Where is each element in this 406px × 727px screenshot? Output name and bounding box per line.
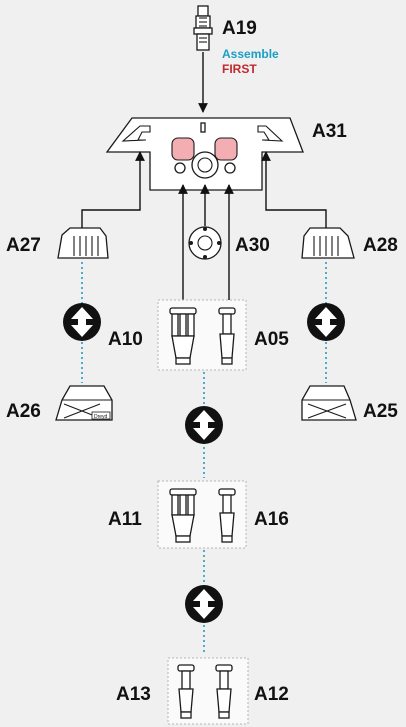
label-a13: A13 [116, 684, 151, 705]
swap-arrows-icon [185, 406, 223, 444]
part-a13 [177, 664, 195, 719]
swap-arrows-icon [307, 303, 345, 341]
connector-a28-a31 [261, 151, 327, 228]
part-a11 [169, 488, 197, 543]
part-a31 [105, 117, 304, 191]
part-a19 [193, 5, 213, 51]
label-a05: A05 [254, 329, 289, 350]
part-a12 [215, 664, 233, 719]
label-a30: A30 [235, 235, 270, 256]
note-first: FIRST [222, 62, 257, 76]
part-a05 [218, 307, 236, 365]
label-a10: A10 [108, 329, 143, 350]
part-a10 [169, 307, 197, 365]
part-a26: Dreyd [55, 385, 113, 421]
connector-a27-a31 [81, 151, 145, 228]
part-a30 [188, 226, 222, 260]
swap-arrows-icon [63, 303, 101, 341]
part-a25 [301, 385, 357, 421]
part-tag: Dreyd [94, 414, 108, 420]
label-a31: A31 [312, 121, 347, 142]
label-a12: A12 [254, 684, 289, 705]
part-a16 [218, 488, 236, 543]
part-a27 [57, 227, 109, 259]
label-a26: A26 [6, 401, 41, 422]
label-a28: A28 [363, 235, 398, 256]
note-assemble: Assemble [222, 47, 279, 61]
label-a16: A16 [254, 509, 289, 530]
highlight-slot-right [214, 137, 238, 161]
swap-arrows-icon [185, 585, 223, 623]
label-a19: A19 [222, 18, 257, 39]
label-a25: A25 [363, 401, 398, 422]
highlight-slot-left [171, 137, 195, 161]
label-a11: A11 [108, 509, 142, 530]
label-a27: A27 [6, 235, 41, 256]
part-a28 [301, 227, 355, 259]
